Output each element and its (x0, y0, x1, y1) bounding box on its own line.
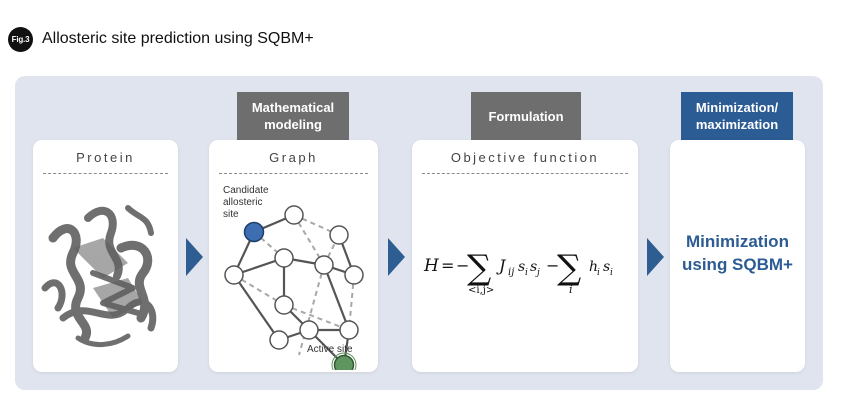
divider (43, 173, 168, 174)
sum-sign-2: ∑ (557, 248, 581, 288)
formula-eq: = (441, 256, 454, 275)
s-i-sub: i (525, 268, 528, 278)
candidate-label-line1: Candidate (223, 185, 269, 196)
term1: J (496, 256, 507, 275)
objective-function-card: Objective function H = − ∑ <i,j> J ij s … (412, 140, 638, 372)
objective-formula: H = − ∑ <i,j> J ij s i s j − ∑ i h i s i (423, 248, 613, 296)
objective-card-title: Objective function (450, 150, 600, 165)
graph-card-title: Graph (269, 150, 318, 165)
result-card: Minimization using SQBM+ (670, 140, 805, 372)
active-site-node (333, 354, 355, 370)
formula-minus-2: − (546, 256, 559, 275)
right-triangle-arrow-icon (186, 238, 203, 276)
term2: h (589, 259, 598, 275)
graph-diagram (224, 205, 364, 370)
step-label-line2: modeling (264, 117, 322, 132)
result-text: Minimization using SQBM+ (670, 230, 805, 276)
active-site-label: Active site (307, 344, 353, 355)
step-label-line1: Minimization/ (695, 100, 779, 115)
formula-lhs: H (423, 256, 440, 276)
step-label-formulation: Formulation (471, 92, 581, 140)
step-label-text: Formulation (488, 108, 564, 124)
formula-minus: − (456, 256, 469, 275)
s-i: s (518, 259, 525, 275)
graph-card: Graph Candidate allosteric site (209, 140, 378, 372)
step-label-minimization-maximization: Minimization/ maximization (681, 92, 793, 140)
result-line2: using SQBM+ (682, 255, 793, 274)
right-triangle-arrow-icon (388, 238, 405, 276)
step-label-mathematical-modeling: Mathematical modeling (237, 92, 349, 140)
term2-s: s (603, 259, 610, 275)
s-j-sub: j (535, 268, 540, 278)
candidate-site-label: Candidate allosteric site (223, 185, 269, 221)
step-label-line1: Mathematical (251, 100, 335, 115)
protein-card: Protein (33, 140, 178, 372)
candidate-site-node (243, 221, 265, 243)
figure-badge: Fig.3 (8, 27, 33, 52)
sum-sign-1: ∑ (467, 248, 491, 288)
term1-sub: ij (508, 267, 514, 278)
s-j: s (530, 259, 537, 275)
right-triangle-arrow-icon (647, 238, 664, 276)
step-label-line2: maximization (695, 117, 779, 132)
sum2-sub: i (569, 283, 573, 296)
divider (422, 173, 628, 174)
sum1-sub: <i,j> (468, 285, 494, 296)
divider (219, 173, 368, 174)
protein-ribbon-icon (41, 205, 157, 347)
term2-s-sub: i (610, 268, 613, 278)
protein-card-title: Protein (76, 150, 135, 165)
candidate-label-line2: allosteric (223, 197, 263, 208)
result-line1: Minimization (686, 232, 789, 251)
candidate-label-line3: site (223, 209, 239, 220)
figure-title: Allosteric site prediction using SQBM+ (42, 30, 314, 47)
term2-sub: i (597, 268, 600, 278)
